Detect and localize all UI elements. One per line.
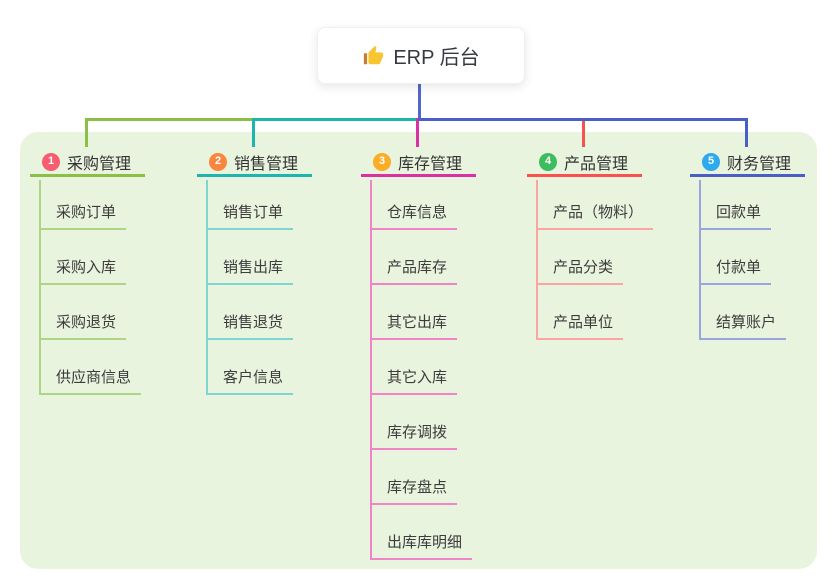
- child-node-采购入库[interactable]: 采购入库: [39, 259, 127, 285]
- branch-number-badge: 2: [209, 152, 227, 171]
- branch-node-产品管理[interactable]: 4 产品管理: [527, 149, 642, 177]
- branch-4-drop-line: [582, 120, 585, 147]
- child-node-付款单[interactable]: 付款单: [699, 259, 772, 285]
- branch-node-采购管理[interactable]: 1 采购管理: [30, 149, 145, 177]
- branch-label: 产品管理: [564, 155, 629, 173]
- branch-node-库存管理[interactable]: 3 库存管理: [361, 149, 476, 177]
- child-node-回款单[interactable]: 回款单: [699, 204, 772, 230]
- branch-number-badge: 5: [702, 152, 720, 171]
- branch-3-trunk-line: [370, 180, 372, 560]
- child-node-供应商信息[interactable]: 供应商信息: [39, 369, 142, 395]
- root-node[interactable]: ERP 后台: [317, 27, 525, 84]
- branch-label: 财务管理: [727, 155, 792, 173]
- branch-label: 销售管理: [234, 155, 299, 173]
- child-node-客户信息[interactable]: 客户信息: [206, 369, 294, 395]
- branch-5-drop-line: [745, 120, 748, 147]
- child-node-销售退货[interactable]: 销售退货: [206, 314, 294, 340]
- root-connector-line: [417, 82, 421, 121]
- branch-5-trunk-line: [699, 180, 701, 340]
- branch-number-badge: 1: [42, 152, 60, 171]
- child-node-销售出库[interactable]: 销售出库: [206, 259, 294, 285]
- branch-4-trunk-line: [536, 180, 538, 340]
- child-node-产品分类[interactable]: 产品分类: [536, 259, 624, 285]
- thumbs-up-icon: [364, 45, 384, 64]
- child-node-其它入库[interactable]: 其它入库: [370, 369, 458, 395]
- branch-2-trunk-line: [206, 180, 208, 395]
- child-node-销售订单[interactable]: 销售订单: [206, 204, 294, 230]
- child-node-产品库存[interactable]: 产品库存: [370, 259, 458, 285]
- branch-5-bus-line: [417, 118, 748, 121]
- branch-2-drop-line: [252, 120, 255, 147]
- branch-number-badge: 3: [373, 152, 391, 171]
- child-node-库存盘点[interactable]: 库存盘点: [370, 479, 458, 505]
- child-node-采购退货[interactable]: 采购退货: [39, 314, 127, 340]
- child-node-库存调拨[interactable]: 库存调拨: [370, 424, 458, 450]
- child-node-其它出库[interactable]: 其它出库: [370, 314, 458, 340]
- root-node-label: ERP 后台: [393, 47, 480, 69]
- child-node-采购订单[interactable]: 采购订单: [39, 204, 127, 230]
- branch-3-drop-line: [416, 120, 419, 147]
- branch-label: 库存管理: [398, 155, 463, 173]
- branch-1-drop-line: [85, 120, 88, 147]
- branch-1-trunk-line: [39, 180, 41, 395]
- child-node-出库库明细[interactable]: 出库库明细: [370, 534, 473, 560]
- branch-number-badge: 4: [539, 152, 557, 171]
- child-node-产品单位[interactable]: 产品单位: [536, 314, 624, 340]
- child-node-产品（物料）[interactable]: 产品（物料）: [536, 204, 654, 230]
- branch-2-bus-line: [252, 118, 421, 121]
- branch-node-财务管理[interactable]: 5 财务管理: [690, 149, 805, 177]
- branch-label: 采购管理: [67, 155, 132, 173]
- child-node-结算账户[interactable]: 结算账户: [699, 314, 787, 340]
- branch-node-销售管理[interactable]: 2 销售管理: [197, 149, 312, 177]
- branch-area-background: [20, 132, 817, 569]
- child-node-仓库信息[interactable]: 仓库信息: [370, 204, 458, 230]
